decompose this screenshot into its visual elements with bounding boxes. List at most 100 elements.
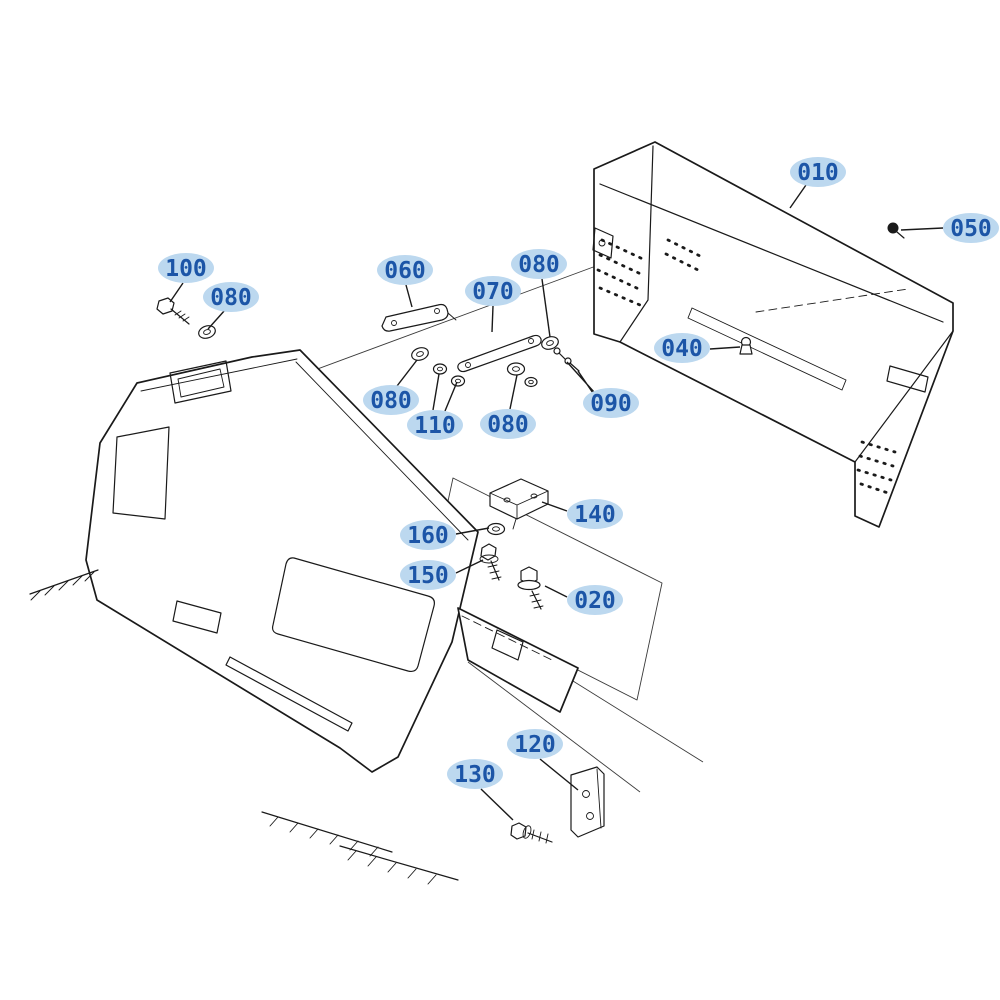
panel-right-edge (295, 361, 469, 541)
washer-080-a (198, 325, 216, 339)
callout-bubble[interactable] (363, 385, 419, 415)
side-panel-outline (85, 349, 479, 773)
washer-hole (492, 526, 500, 532)
nut-outer (432, 363, 448, 375)
callout-100[interactable]: 100 (158, 253, 214, 283)
callout-070[interactable]: 070 (465, 276, 521, 306)
washer-hole (512, 366, 520, 372)
nut-hole (455, 378, 461, 384)
callout-bubble[interactable] (790, 157, 846, 187)
vent-hole-row (664, 252, 700, 272)
callout-label: 040 (661, 336, 703, 362)
vent-hole-row (859, 482, 890, 495)
callout-020[interactable]: 020 (567, 585, 623, 615)
callout-bubble[interactable] (465, 276, 521, 306)
break-line (29, 569, 99, 595)
washer-160 (486, 522, 506, 536)
washer-outer (506, 362, 526, 376)
panel-top-box (169, 360, 232, 404)
vent-hole-row (598, 286, 642, 307)
callout-bubble[interactable] (158, 253, 214, 283)
callout-bubble[interactable] (400, 560, 456, 590)
hood-hidden-line (755, 288, 909, 313)
knob-050 (887, 222, 905, 239)
callout-160[interactable]: 160 (400, 520, 456, 550)
callout-080-4[interactable]: 080 (480, 409, 536, 439)
leader-140 (541, 501, 568, 512)
callout-bubble[interactable] (407, 410, 463, 440)
leader-050 (900, 227, 944, 231)
bolt-flange (517, 579, 541, 591)
callout-080-2[interactable]: 080 (511, 249, 567, 279)
callout-130[interactable]: 130 (447, 759, 503, 789)
callout-060[interactable]: 060 (377, 255, 433, 285)
callout-050[interactable]: 050 (943, 213, 999, 243)
thread-ticks (174, 310, 190, 322)
strip-hole (528, 338, 534, 344)
hatch-ticks (30, 571, 95, 601)
callout-080-3[interactable]: 080 (363, 385, 419, 415)
callout-bubble[interactable] (400, 520, 456, 550)
callout-bubble[interactable] (567, 499, 623, 529)
callout-bubble[interactable] (447, 759, 503, 789)
hood-outline (593, 141, 954, 528)
washer-outer (198, 325, 216, 339)
callout-bubble[interactable] (943, 213, 999, 243)
callout-bubble[interactable] (567, 585, 623, 615)
bracket-140 (489, 478, 549, 530)
leader-100 (169, 282, 184, 303)
knob-head (887, 222, 899, 234)
panel-lower-strip (225, 656, 353, 732)
vent-hole-row (858, 454, 895, 468)
hood-vent-plate (886, 365, 929, 393)
callout-bubble[interactable] (511, 249, 567, 279)
bolt-shaft (531, 590, 542, 610)
washer-outer (411, 347, 429, 361)
nuts-110 (432, 363, 466, 387)
bracket-plate (381, 303, 449, 332)
callout-120[interactable]: 120 (507, 729, 563, 759)
bolt-130 (510, 822, 553, 844)
callout-080-1[interactable]: 080 (203, 282, 259, 312)
callout-label: 020 (574, 588, 616, 614)
bracket-120 (570, 766, 605, 838)
bracket-hole (434, 308, 440, 314)
lower-panel (457, 607, 579, 713)
strip-hole (465, 362, 471, 368)
callout-label: 050 (950, 216, 992, 242)
callout-bubble[interactable] (583, 388, 639, 418)
plug-body (739, 344, 753, 355)
vent-holes-right (856, 440, 897, 495)
washer-080-d (506, 362, 538, 388)
callout-090[interactable]: 090 (583, 388, 639, 418)
lower-panel-latch (491, 629, 524, 661)
callout-150[interactable]: 150 (400, 560, 456, 590)
bolt-flange (522, 825, 532, 839)
break-line (339, 845, 459, 881)
side-panel (85, 349, 479, 773)
panel-top-edge (140, 358, 298, 392)
callout-010[interactable]: 010 (790, 157, 846, 187)
bracket-hole (586, 812, 594, 820)
callout-bubble[interactable] (654, 333, 710, 363)
callout-bubble[interactable] (377, 255, 433, 285)
callout-040[interactable]: 040 (654, 333, 710, 363)
bolt-150 (479, 543, 502, 581)
callout-label: 130 (454, 762, 496, 788)
bolt-shaft (490, 560, 500, 581)
bolt-flange (479, 554, 499, 564)
bolt-shaft (170, 308, 190, 325)
callout-140[interactable]: 140 (567, 499, 623, 529)
screws-090 (553, 347, 580, 372)
strip-070 (457, 334, 542, 373)
vent-hole-row (600, 238, 647, 262)
callout-110[interactable]: 110 (407, 410, 463, 440)
callout-bubble[interactable] (480, 409, 536, 439)
callout-bubble[interactable] (507, 729, 563, 759)
hood-right-crease (854, 330, 954, 463)
vent-holes-left (596, 238, 702, 307)
thread-ticks (531, 829, 549, 844)
callout-bubble[interactable] (203, 282, 259, 312)
panel-access-cover (271, 557, 435, 673)
